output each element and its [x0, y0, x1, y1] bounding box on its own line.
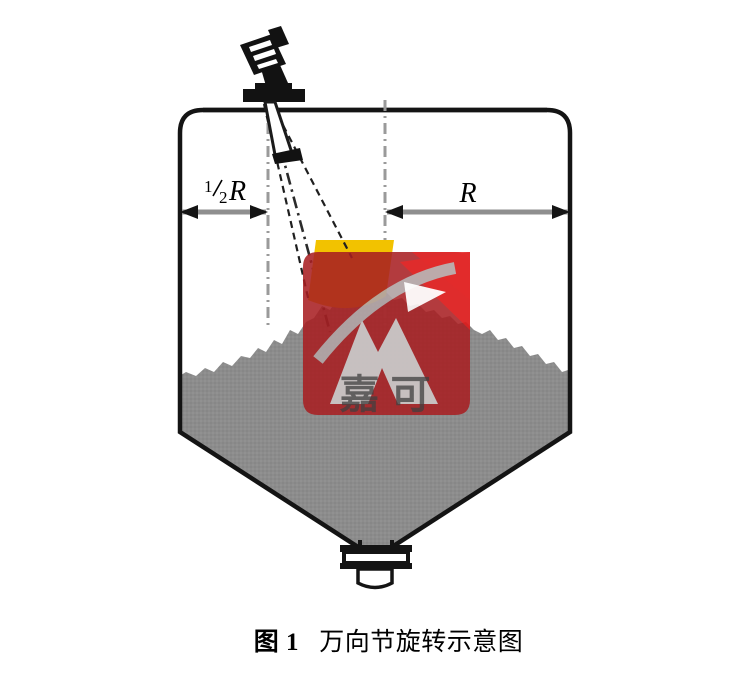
- dimension-half-radius: [180, 205, 268, 219]
- radar-level-sensor: [240, 26, 305, 164]
- dimension-lines: [178, 190, 572, 222]
- jiake-logo-watermark: 嘉 可: [303, 252, 470, 417]
- dimension-labels: 1 2 R R: [204, 176, 477, 209]
- half-radius-denominator: 2: [219, 188, 228, 207]
- logo-sweep: [313, 262, 457, 364]
- half-radius-symbol: R: [228, 176, 246, 207]
- figure-caption-number: 图 1: [253, 629, 299, 656]
- half-radius-numerator: 1: [204, 177, 213, 196]
- horn-antenna-rim: [272, 148, 303, 164]
- beam-ray-left: [262, 103, 311, 303]
- logo-brand-text: 嘉 可: [339, 373, 430, 417]
- dimension-radius: [385, 205, 570, 219]
- dimension-label-half-radius: 1 2 R: [204, 176, 246, 207]
- gimbal-rotation-diagram: 1 2 R R 嘉 可: [177, 26, 573, 590]
- figure-caption: 图 1 万向节旋转示意图: [0, 594, 750, 686]
- figure-container: 1 2 R R 嘉 可 图 1 万向节旋转示意图: [177, 26, 573, 656]
- flange-nozzle: [255, 83, 292, 91]
- discharge-valve: [340, 540, 412, 590]
- figure-caption-title: 万向节旋转示意图: [319, 629, 524, 656]
- logo-mark: [330, 318, 438, 404]
- logo-accent: [404, 282, 446, 312]
- antenna-head: [240, 26, 289, 75]
- silo-wall: [177, 107, 573, 559]
- radius-symbol: R: [458, 178, 476, 209]
- figure-caption-gap: [299, 629, 319, 656]
- silo-outline: [177, 107, 573, 559]
- mounting-flange: [243, 89, 305, 102]
